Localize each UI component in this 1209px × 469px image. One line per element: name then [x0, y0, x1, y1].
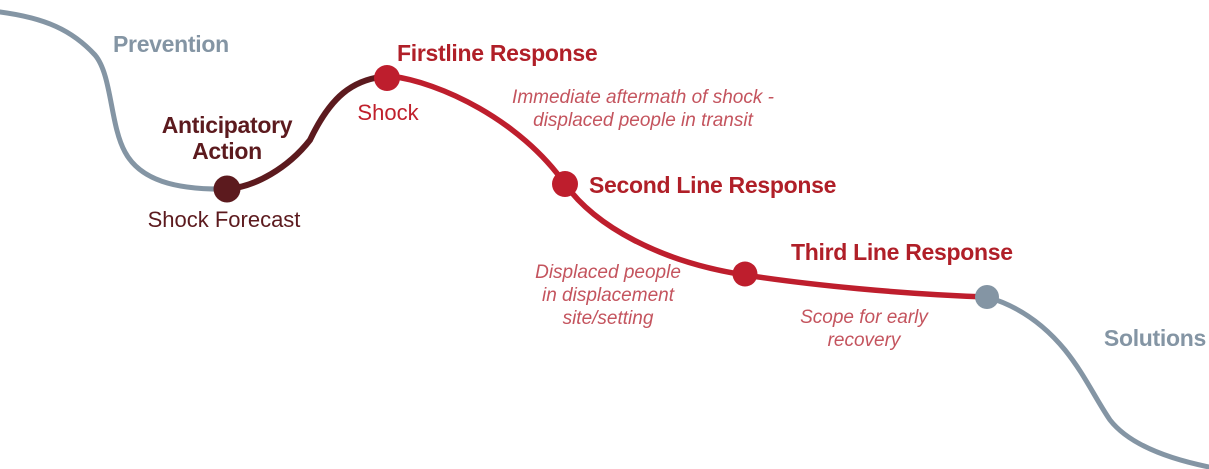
solutions-curve-segment — [984, 294, 1209, 469]
second-line-response-dot — [552, 171, 578, 197]
anticipatory-action-curve-segment — [224, 73, 393, 192]
label-anticipatory-action: Anticipatory Action — [161, 112, 293, 165]
shock-dot — [374, 65, 400, 91]
prevention-curve-segment — [0, 9, 230, 192]
note-third-line-response: Scope for early recovery — [800, 307, 928, 351]
solutions-dot — [975, 285, 999, 309]
shock-forecast-dot — [213, 175, 241, 203]
label-shock: Shock — [357, 100, 419, 125]
third-line-response-dot — [732, 261, 758, 287]
label-solutions: Solutions — [1103, 325, 1206, 351]
label-prevention: Prevention — [113, 31, 229, 57]
note-firstline-response: Immediate aftermath of shock - displaced… — [512, 87, 774, 131]
response-curve-segment — [387, 73, 990, 300]
label-second-line-response: Second Line Response — [589, 172, 837, 198]
label-third-line-response: Third Line Response — [791, 239, 1013, 265]
label-shock-forecast: Shock Forecast — [147, 207, 301, 232]
note-second-line-response: Displaced people in displacement site/se… — [535, 262, 681, 329]
label-firstline-response: Firstline Response — [397, 40, 598, 66]
